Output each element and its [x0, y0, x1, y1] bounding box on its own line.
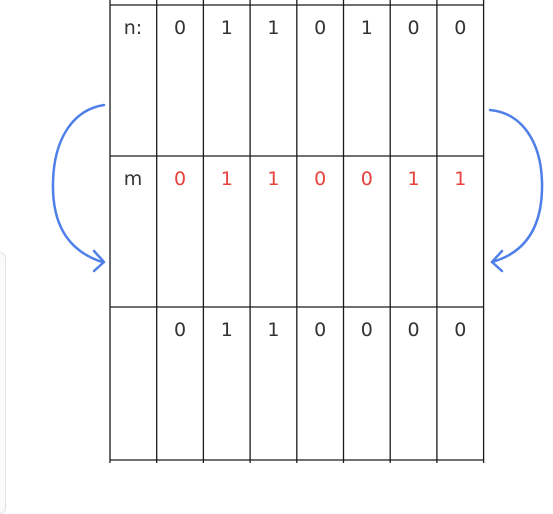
bit-cell-r2-c3: 0: [314, 319, 326, 341]
table-grid: [109, 0, 485, 463]
bit-cell-r0-c1: 1: [221, 17, 233, 39]
row-label-1: m: [124, 168, 143, 190]
row-label-0: n:: [124, 17, 142, 39]
bit-cell-r2-c1: 1: [221, 319, 233, 341]
right-arrow-curve: [488, 108, 544, 264]
curved-arrow-down-left-icon: [51, 103, 106, 273]
right-arrow-head: [490, 249, 504, 273]
bit-cell-r1-c5: 1: [408, 168, 420, 190]
bit-cell-r1-c3: 0: [314, 168, 326, 190]
side-panel-edge: [0, 252, 6, 514]
bit-cell-r0-c0: 0: [174, 17, 186, 39]
curved-arrow-down-right-icon: [488, 108, 544, 273]
bit-cell-r2-c5: 0: [408, 319, 420, 341]
bit-cell-r0-c3: 0: [314, 17, 326, 39]
bit-cell-r2-c6: 0: [454, 319, 466, 341]
bit-cell-r2-c4: 0: [361, 319, 373, 341]
bit-cell-r1-c1: 1: [221, 168, 233, 190]
bit-cell-r0-c5: 0: [408, 17, 420, 39]
bit-cell-r1-c0: 0: [174, 168, 186, 190]
bit-cell-r0-c6: 0: [454, 17, 466, 39]
bit-cell-r2-c2: 1: [267, 319, 279, 341]
bit-cell-r0-c2: 1: [267, 17, 279, 39]
bit-table-diagram: n: 0 1 1 0 1 0 0 m 0 1 1 0 0 1 1 0 1 1 0 0 0 0: [51, 0, 544, 463]
left-arrow-curve: [51, 103, 106, 264]
bit-cell-r0-c4: 1: [361, 17, 373, 39]
bit-cell-r1-c2: 1: [267, 168, 279, 190]
bit-cell-r2-c0: 0: [174, 319, 186, 341]
left-arrow-head: [92, 249, 106, 273]
bit-cell-r1-c6: 1: [454, 168, 466, 190]
bit-cell-r1-c4: 0: [361, 168, 373, 190]
table-cells: n: 0 1 1 0 1 0 0 m 0 1 1 0 0 1 1 0 1 1 0 0 0 0: [124, 17, 467, 341]
